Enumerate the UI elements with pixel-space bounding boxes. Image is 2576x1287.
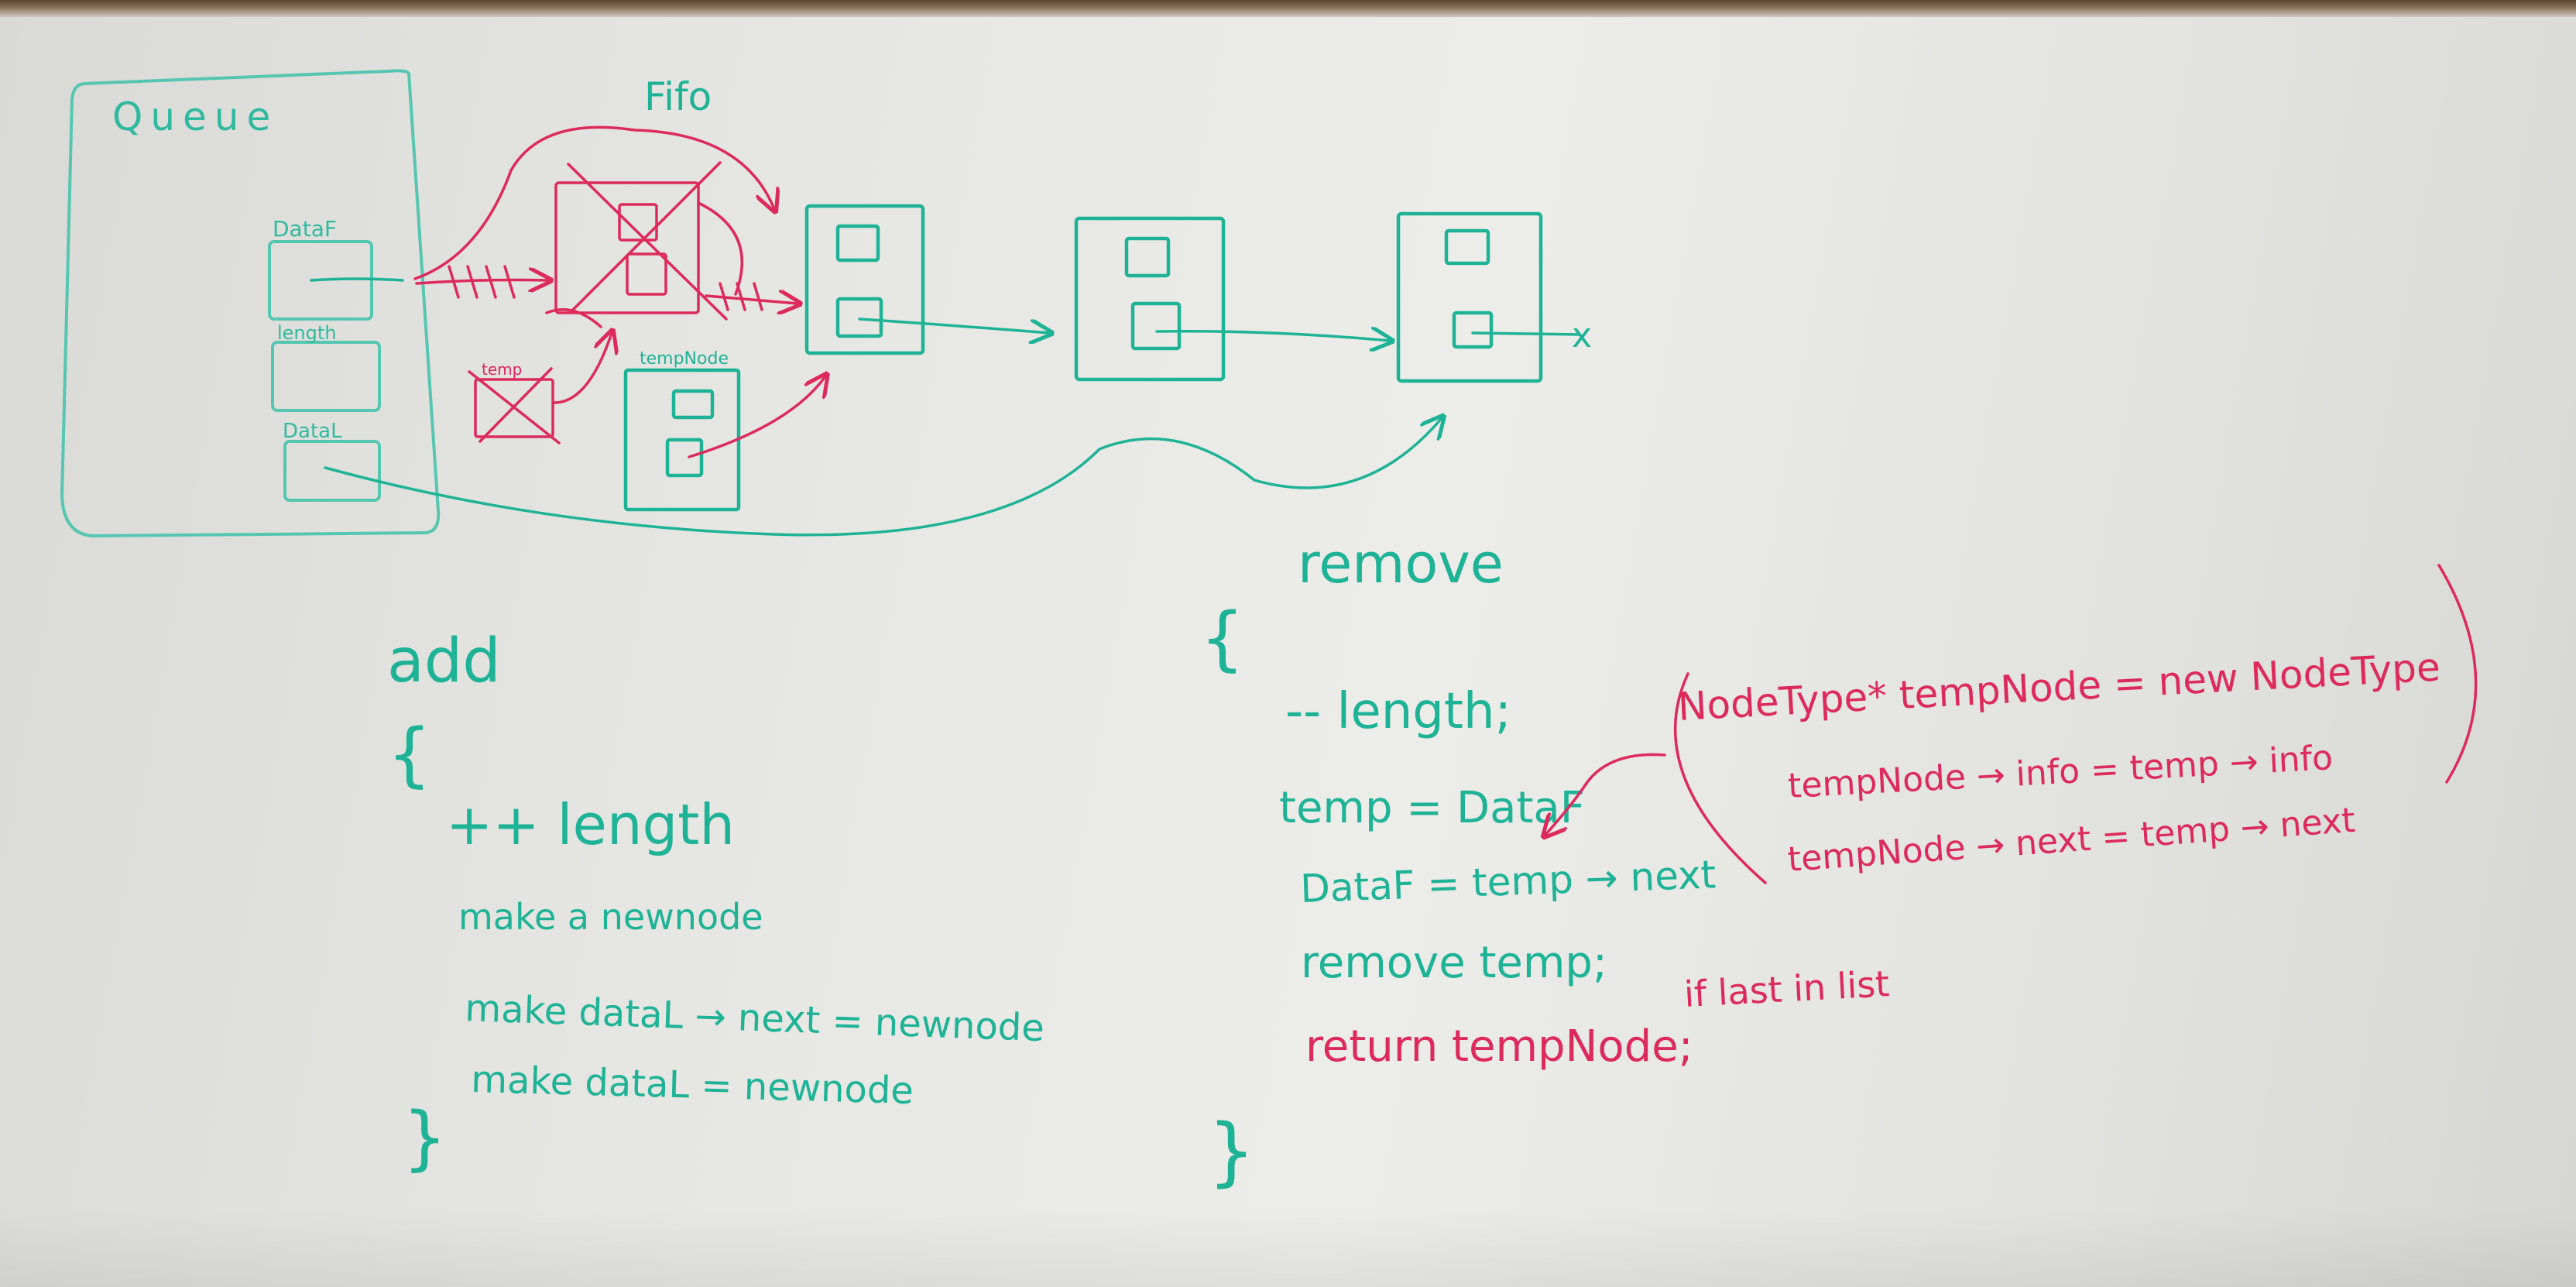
old-front-arrow xyxy=(415,280,548,284)
queue-label: Queue xyxy=(112,94,278,139)
teal-pointers xyxy=(310,277,1581,537)
node-1-next-cell xyxy=(835,297,883,338)
temp-box xyxy=(474,378,554,438)
removed-front-node xyxy=(554,181,700,314)
old-front-arrow-strikes xyxy=(448,265,516,299)
remove-line-3: DataF = temp → next xyxy=(1299,852,1717,911)
add-line-3: make dataL → next = newnode xyxy=(465,987,1045,1050)
whiteboard-frame-edge xyxy=(0,0,2576,17)
remove-line-2: temp = DataF xyxy=(1279,783,1585,833)
temp-label: temp xyxy=(482,360,522,379)
add-close-brace: } xyxy=(403,1097,447,1179)
note-left-paren xyxy=(1673,672,1767,884)
remove-return-line: return tempNode; xyxy=(1305,1021,1693,1072)
length-field-box xyxy=(271,341,381,412)
queue-outline xyxy=(60,69,441,538)
tempnode-next-arrow xyxy=(688,376,825,458)
dataf-field-label: DataF xyxy=(273,216,337,242)
note-line-3: tempNode → next = temp → next xyxy=(1786,801,2356,880)
datal-pointer-arrow xyxy=(324,418,1442,537)
temp-flourish xyxy=(545,308,602,328)
node2-to-node3-arrow xyxy=(1155,331,1390,341)
add-line-4: make dataL = newnode xyxy=(471,1058,914,1113)
remove-section: remove { -- length; temp = DataF DataF =… xyxy=(1200,532,1717,1195)
removed-next-arrow xyxy=(705,296,797,304)
fifo-label: Fifo xyxy=(644,74,712,119)
board-bottom-shading xyxy=(0,1208,2576,1287)
null-mark: x xyxy=(1572,316,1592,355)
datal-field-box xyxy=(283,440,381,502)
note-line-2: tempNode → info = temp → info xyxy=(1787,738,2334,806)
removed-node-drawing xyxy=(413,125,825,458)
node-1 xyxy=(804,204,925,355)
temp-to-removed-arrow xyxy=(553,333,612,404)
note-right-paren xyxy=(2437,564,2478,784)
node-3 xyxy=(1396,211,1543,383)
dataf-reroute-arrow xyxy=(413,125,774,280)
removed-node-bulge xyxy=(697,201,743,296)
tempnode-info-cell xyxy=(671,389,715,420)
removed-next-strikes xyxy=(719,282,763,311)
node1-to-node2-arrow xyxy=(858,317,1049,333)
add-line-1: ++ length xyxy=(446,792,735,857)
node-3-info-cell xyxy=(1444,228,1490,266)
linked-nodes xyxy=(623,204,1543,512)
removed-node-info-cell xyxy=(618,203,658,242)
node-2-next-cell xyxy=(1130,301,1182,351)
add-section: add { ++ length make a newnode make data… xyxy=(387,626,1045,1179)
note-line-1: NodeType* tempNode = new NodeType xyxy=(1677,644,2441,729)
note-if-last: if last in list xyxy=(1683,963,1891,1015)
removed-node-cross-2 xyxy=(571,161,722,311)
tempnode-note: NodeType* tempNode = new NodeType tempNo… xyxy=(1545,564,2478,1015)
remove-close-brace: } xyxy=(1208,1108,1255,1195)
remove-line-1: -- length; xyxy=(1285,683,1511,740)
tempnode-next-cell xyxy=(665,438,704,478)
removed-node-cross-1 xyxy=(567,163,728,321)
length-field-label: length xyxy=(277,322,337,344)
dataf-field-box xyxy=(268,240,373,321)
temp-box-cross-2 xyxy=(478,367,553,443)
dataf-pointer-arrow xyxy=(310,277,404,282)
node-2-info-cell xyxy=(1124,236,1171,278)
note-to-temp-arrow xyxy=(1545,753,1666,835)
remove-open-brace: { xyxy=(1200,598,1244,679)
remove-title: remove xyxy=(1298,532,1504,595)
node3-null-pointer xyxy=(1471,331,1581,336)
queue-struct xyxy=(60,69,441,538)
remove-line-4: remove temp; xyxy=(1301,938,1607,988)
tempnode-label: tempNode xyxy=(640,349,729,369)
add-line-2: make a newnode xyxy=(458,896,763,938)
add-open-brace: { xyxy=(387,714,431,795)
removed-node-next-cell xyxy=(626,252,667,296)
node-1-info-cell xyxy=(835,224,880,263)
node-2 xyxy=(1074,216,1226,382)
add-title: add xyxy=(387,626,501,696)
datal-field-label: DataL xyxy=(283,420,342,443)
node-3-next-cell xyxy=(1452,311,1494,349)
